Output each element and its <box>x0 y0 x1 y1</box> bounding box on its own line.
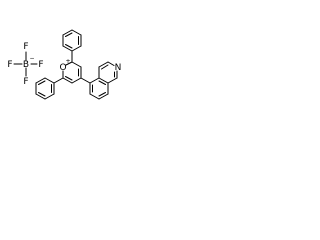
lower-phenyl-bond-4 <box>35 93 46 100</box>
benzo-inner-bond-2 <box>98 92 106 97</box>
benzo-bond-6 <box>89 77 100 84</box>
pyrylium-bond-o-c2 <box>65 61 73 66</box>
fluorine-left-label: F <box>7 60 12 70</box>
nitrogen-label: N <box>115 63 122 73</box>
pyrylium-bond-c2-c3 <box>71 61 82 68</box>
pyrylium-ring: O + <box>59 50 82 84</box>
lower-phenyl-link-bond <box>53 77 64 84</box>
lower-phenyl-bond-5 <box>44 93 55 100</box>
fluorine-right-label: F <box>38 60 43 70</box>
pyrylium-bond-c5-c6 <box>62 77 73 84</box>
oxygen-label: O <box>59 63 66 73</box>
upper-phenyl-bond-4 <box>71 45 82 52</box>
upper-phenyl-bond-6 <box>71 29 82 36</box>
benzo-inner-bond-3 <box>98 80 106 85</box>
isoquinoline-link-bond <box>80 77 91 84</box>
tetrafluoroborate-anion: F F B − F F <box>7 42 43 87</box>
benzo-bond-5 <box>98 77 109 84</box>
pyridine-inner-bond-1 <box>101 64 109 70</box>
pyridine-bond-5 <box>107 77 118 84</box>
boron-label: B <box>23 60 29 70</box>
upper-phenyl-inner-bond-1 <box>65 32 73 37</box>
upper-phenyl-bond-3 <box>62 45 73 52</box>
lower-phenyl-inner-bond-1 <box>38 80 46 85</box>
fluorine-top-label: F <box>23 42 28 52</box>
pyridine-bond-3 <box>107 61 115 66</box>
isoquinoline-ring-system: N <box>80 61 122 100</box>
upper-phenyl-inner-bond-2 <box>65 44 73 49</box>
fluorine-bottom-label: F <box>23 77 28 87</box>
upper-phenyl-bond-1 <box>62 29 73 36</box>
pyrylium-bond-c4-c5 <box>71 77 82 84</box>
lower-phenyl-ring <box>35 77 64 100</box>
upper-phenyl-ring <box>62 29 82 52</box>
benzo-bond-2 <box>89 93 100 100</box>
lower-phenyl-bond-2 <box>35 77 46 84</box>
chemical-structure: F F B − F F O + <box>7 29 122 100</box>
lower-phenyl-inner-bond-2 <box>38 92 46 97</box>
boron-negative-charge: − <box>29 55 34 62</box>
pyridine-bond-2 <box>98 61 109 68</box>
benzo-bond-3 <box>98 93 109 100</box>
oxygen-positive-charge: + <box>65 58 70 65</box>
lower-phenyl-bond-1 <box>44 77 55 84</box>
pyrylium-inner-bond-2 <box>65 76 73 81</box>
